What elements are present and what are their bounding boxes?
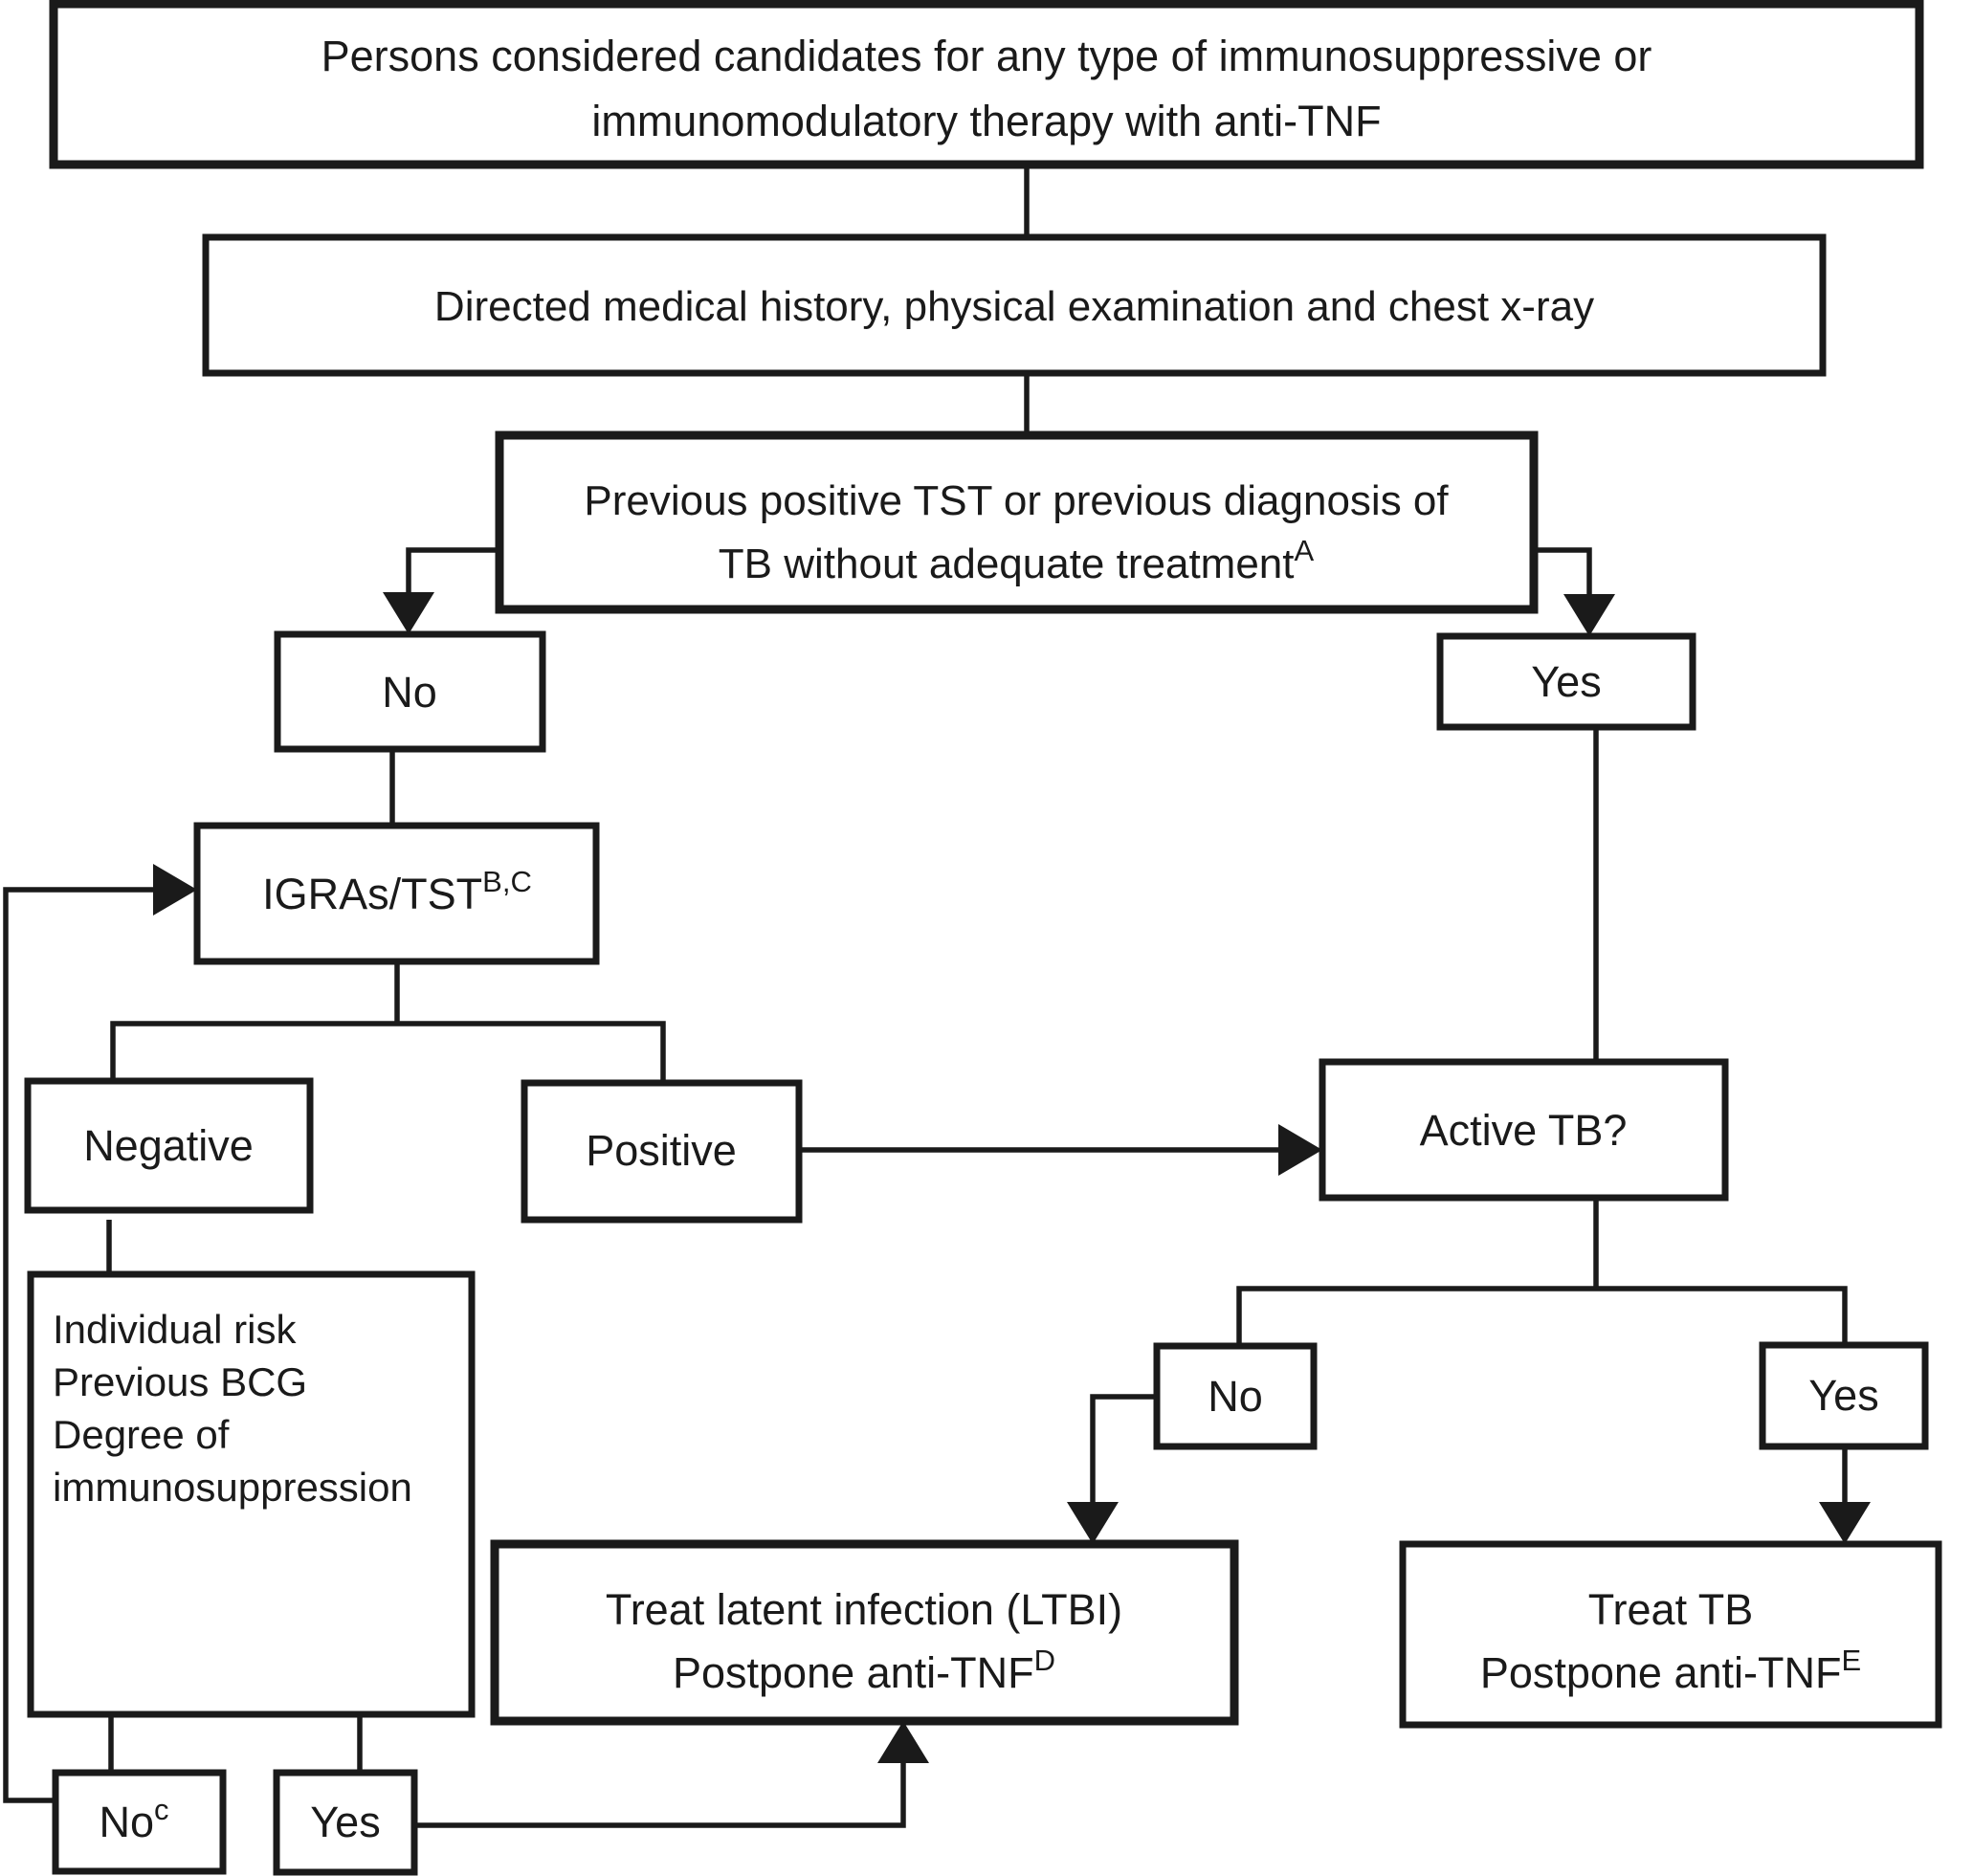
box-individual-risk-line4: immunosuppression [53, 1465, 412, 1510]
box-negative-label: Negative [83, 1121, 254, 1170]
connector-yesrisk-to-ltbi [414, 1760, 906, 1828]
box-candidates-line1: Persons considered candidates for any ty… [321, 32, 1652, 80]
box-previous-tst [495, 430, 1539, 614]
box-treat-tb-line2: Postpone anti-TNFE [1480, 1644, 1861, 1697]
box-individual-risk-line1: Individual risk [53, 1307, 297, 1352]
box-candidates [49, 0, 1924, 169]
connector-activetb-branch [1236, 1286, 1848, 1346]
arrowhead-down-into-no-previous [383, 592, 434, 634]
box-igras-label: IGRAs/TSTB,C [262, 865, 532, 918]
box-treat-ltbi-line2: Postpone anti-TNFD [673, 1644, 1055, 1697]
box-no-active-label: No [1208, 1372, 1263, 1421]
box-igras [193, 822, 600, 965]
box-treat-tb-line1: Treat TB [1588, 1585, 1754, 1634]
connector-previous-to-yes [1534, 547, 1592, 597]
box-no-active [1153, 1342, 1318, 1450]
arrowhead-down-into-yes-previous [1563, 594, 1615, 636]
box-negative [24, 1077, 314, 1214]
arrowhead-right-into-igras [153, 864, 197, 916]
connector-previous-to-no [406, 547, 499, 595]
box-yes-active-label: Yes [1808, 1371, 1878, 1420]
box-yes-risk-label: Yes [310, 1798, 380, 1846]
box-yes-previous [1436, 632, 1696, 731]
connector-norisk-feedback-to-igras [3, 887, 156, 1803]
connector-igras-branch [110, 1021, 666, 1085]
box-previous-tst-line2: TB without adequate treatmentA [719, 534, 1315, 587]
box-no-previous-label: No [382, 668, 437, 717]
box-yes-risk [273, 1769, 418, 1876]
box-yes-previous-label: Yes [1531, 657, 1601, 706]
arrowhead-up-into-ltbi [877, 1721, 929, 1763]
arrowhead-right-into-activetb [1278, 1124, 1322, 1176]
box-history-label: Directed medical history, physical exami… [434, 283, 1594, 330]
box-history [202, 233, 1827, 377]
box-positive [521, 1079, 803, 1224]
box-treat-ltbi-line1: Treat latent infection (LTBI) [606, 1585, 1122, 1634]
box-active-tb [1319, 1058, 1729, 1202]
box-yes-active [1759, 1341, 1929, 1450]
box-individual-risk-line2: Previous BCG [53, 1359, 307, 1404]
connector-noactive-to-ltbi [1090, 1394, 1157, 1505]
box-active-tb-label: Active TB? [1420, 1106, 1628, 1155]
box-individual-risk [27, 1270, 476, 1718]
box-treat-ltbi [490, 1539, 1239, 1726]
box-individual-risk-line3: Degree of [53, 1412, 230, 1457]
box-previous-tst-line1: Previous positive TST or previous diagno… [584, 477, 1449, 524]
box-no-previous [274, 630, 546, 753]
box-candidates-line2: immunomodulatory therapy with anti-TNF [591, 97, 1381, 145]
box-positive-label: Positive [586, 1126, 737, 1175]
arrowhead-down-into-ltbi [1067, 1502, 1119, 1544]
box-no-risk [52, 1769, 227, 1875]
box-treat-tb [1399, 1540, 1942, 1729]
box-no-risk-label: Noc [99, 1793, 168, 1846]
arrowhead-down-into-treattb [1819, 1502, 1871, 1544]
